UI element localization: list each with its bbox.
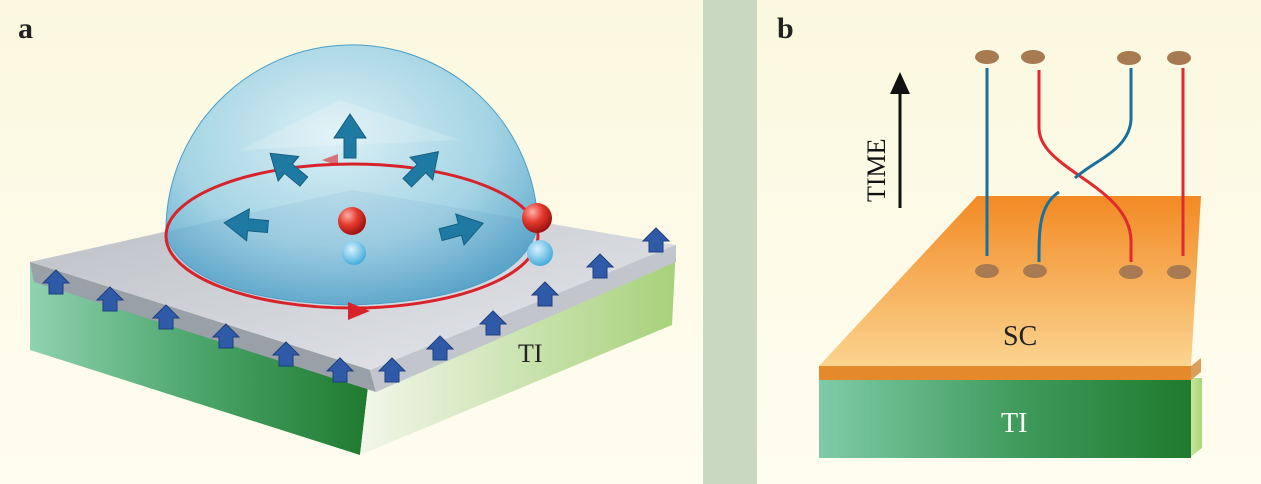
majorana-blue-sphere-center: [342, 241, 366, 265]
braiding-world-lines: [985, 68, 1185, 263]
majorana-blue-sphere-edge: [527, 240, 553, 266]
sc-top-surface: [819, 196, 1201, 366]
vortices-bottom: [975, 264, 1191, 279]
orbit-direction-arrow: [348, 302, 370, 320]
panel-divider: [703, 0, 757, 484]
ti-slab-side-face: [360, 245, 676, 455]
time-axis-label: TIME: [862, 138, 891, 202]
sc-front-edge: [819, 366, 1191, 380]
world-line-3-lower: [1037, 190, 1060, 263]
panel-b-illustration: TIME SC TI: [757, 0, 1261, 484]
ti-slab-front: [819, 380, 1191, 458]
time-arrow-head: [890, 72, 910, 94]
sc-label: SC: [1003, 321, 1037, 352]
world-line-2: [1037, 70, 1133, 262]
orbit-back-arrow: [322, 154, 338, 166]
vortex-red-sphere-edge: [522, 203, 552, 233]
panel-a-illustration: TI: [0, 0, 703, 484]
panel-b: TIME SC TI b: [757, 0, 1261, 484]
vortex-red-sphere-center: [338, 207, 366, 235]
panel-a: TI a: [0, 0, 703, 484]
panel-a-ti-label: TI: [518, 339, 543, 368]
world-line-3-upper: [1073, 68, 1133, 180]
sc-side-edge: [1191, 358, 1201, 380]
panel-a-label: a: [18, 12, 33, 45]
ti-slab-side: [1189, 378, 1202, 458]
panel-b-label: b: [777, 12, 794, 45]
vortices-top: [975, 50, 1191, 65]
panel-b-ti-label: TI: [1001, 408, 1027, 439]
